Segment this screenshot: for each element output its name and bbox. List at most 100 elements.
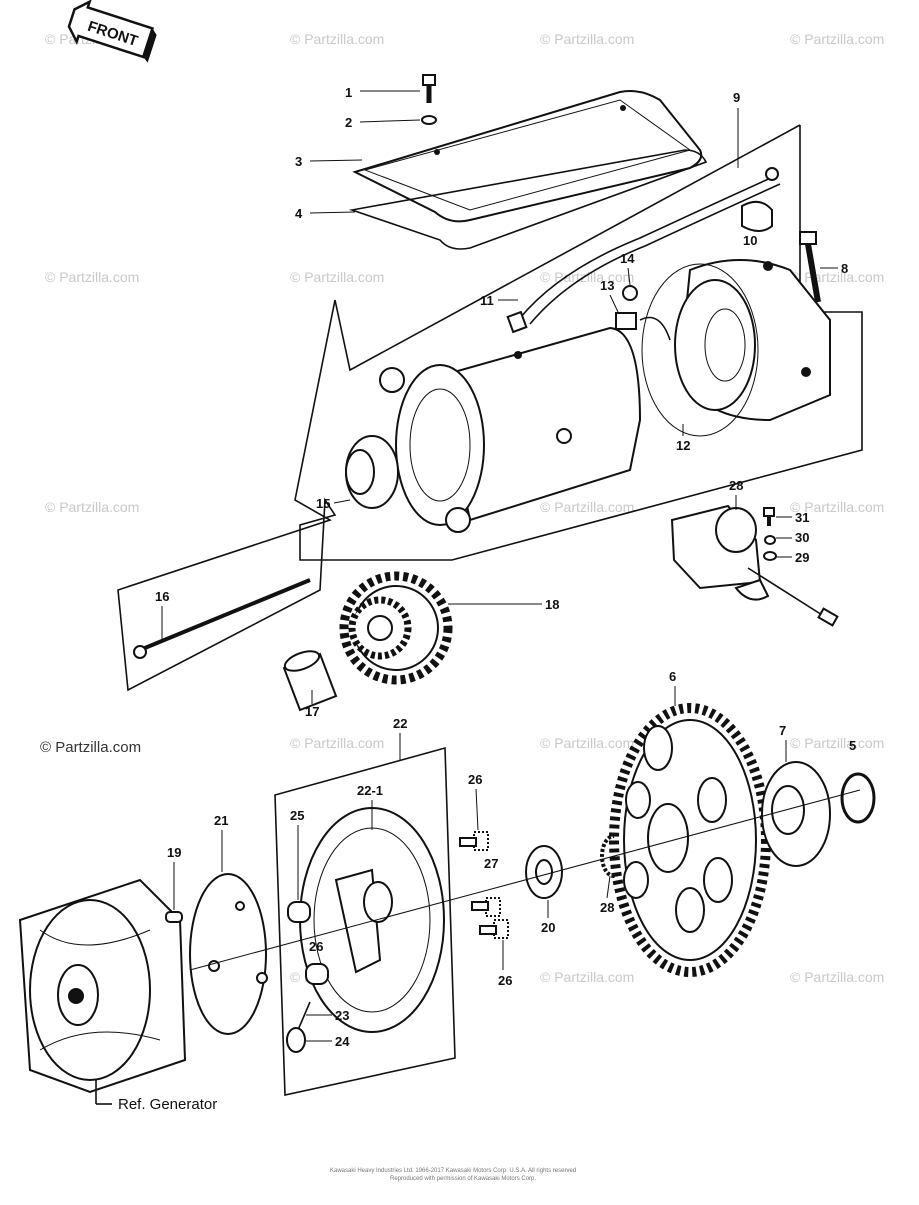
callout-17: 17: [305, 690, 319, 719]
spacer-17: [282, 650, 338, 712]
callout-25-top: 25: [290, 808, 304, 900]
callout-28-relay: 28: [729, 478, 743, 510]
callout-23: 23: [306, 1008, 349, 1023]
callout-27: 28: [600, 875, 614, 915]
callout-label: 29: [795, 550, 809, 565]
callout-label: 20: [541, 920, 555, 935]
callout-11: 11: [480, 293, 518, 308]
ref-generator-label: Ref. Generator: [118, 1096, 217, 1113]
callout-5: 5: [849, 738, 856, 753]
callout-label: 25: [290, 808, 304, 823]
callout-24: 24: [306, 1034, 350, 1049]
watermark: © Partzilla.com: [290, 269, 384, 285]
gear-6: [609, 703, 771, 977]
callout-30: 30: [776, 530, 809, 545]
callout-26-top: 26: [468, 772, 482, 831]
watermark: © Partzilla.com: [790, 499, 884, 515]
callout-label: 22: [393, 716, 407, 731]
callout-label: 30: [795, 530, 809, 545]
callout-label: 22-1: [357, 783, 383, 798]
callout-label: 12: [676, 438, 690, 453]
callout-15: 15: [316, 496, 351, 511]
callout-22-1: 22-1: [357, 783, 383, 830]
gear-18: [339, 571, 453, 685]
callout-label: 31: [795, 510, 809, 525]
shaft-16: [133, 578, 311, 659]
watermark: © Partzilla.com: [540, 969, 634, 985]
callout-label: 11: [480, 293, 494, 308]
copyright-line: Reproduced with permission of Kawasaki M…: [390, 1176, 536, 1182]
callout-7: 7: [779, 723, 787, 762]
callout-10: 10: [743, 233, 757, 248]
pin-19: [165, 911, 183, 923]
callout-label: 14: [620, 251, 635, 266]
watermark: © Partzilla.com: [790, 969, 884, 985]
callout-28: 27: [484, 856, 498, 871]
watermark: © Partzilla.com: [45, 269, 139, 285]
generator-rotor: [18, 878, 187, 1105]
watermark: © Partzilla.com: [290, 31, 384, 47]
callout-label: 6: [669, 669, 676, 684]
watermark: © Partzilla.com: [790, 269, 884, 285]
callout-29: 29: [776, 550, 809, 565]
callout-16: 16: [155, 589, 169, 640]
callout-14: 14: [620, 251, 635, 286]
callout-label: 2: [345, 115, 352, 130]
hub-7: [761, 761, 831, 867]
callout-12: 12: [676, 424, 690, 453]
watermark: © Partzilla.com: [290, 735, 384, 751]
callout-label: 15: [316, 496, 330, 511]
partzilla-mark: © Partzilla.com: [40, 739, 141, 756]
copyright-line: Kawasaki Heavy Industries Ltd. 1966-2017…: [330, 1168, 576, 1174]
callout-22: 22: [393, 716, 407, 760]
callout-9: 9: [733, 90, 740, 168]
callout-label: 16: [155, 589, 169, 604]
callout-label: 9: [733, 90, 740, 105]
callout-label: 18: [545, 597, 559, 612]
callout-6: 6: [669, 669, 676, 706]
circlip-5: [840, 772, 876, 824]
callout-label: 7: [779, 723, 786, 738]
callout-20: 20: [541, 900, 555, 935]
callout-18: 18: [448, 597, 559, 612]
starter-motor-group: [117, 74, 863, 692]
callout-label: 28: [600, 900, 614, 915]
callout-25-bottom: 26: [309, 939, 323, 954]
callout-label: 26: [309, 939, 323, 954]
callout-8: 8: [820, 261, 848, 276]
callout-13: 13: [600, 278, 619, 313]
callout-label: 5: [849, 738, 856, 753]
callout-21: 21: [214, 813, 228, 872]
watermark: © Partzilla.com: [540, 269, 634, 285]
callout-label: 21: [214, 813, 228, 828]
watermark: © Partzilla.com: [45, 499, 139, 515]
callout-label: 10: [743, 233, 757, 248]
callout-19: 19: [167, 845, 181, 910]
watermark: © Partzilla.com: [790, 31, 884, 47]
watermark: © Partzilla.com: [540, 735, 634, 751]
callout-label: 17: [305, 704, 319, 719]
starter-relay: [670, 504, 839, 627]
callout-1: 1: [345, 85, 420, 100]
callout-label: 19: [167, 845, 181, 860]
callout-label: 3: [295, 154, 302, 169]
watermark: © Partzilla.com: [540, 499, 634, 515]
callout-label: 28: [729, 478, 743, 493]
callout-label: 23: [335, 1008, 349, 1023]
callout-26-bottom: 26: [498, 940, 512, 988]
callout-3: 3: [295, 154, 363, 169]
callout-label: 26: [468, 772, 482, 787]
callout-31: 31: [776, 510, 809, 525]
watermark: © Partzilla.com: [790, 735, 884, 751]
callout-label: 8: [841, 261, 848, 276]
callout-label: 1: [345, 85, 352, 100]
washer-20: [525, 845, 563, 899]
callout-2: 2: [345, 115, 421, 130]
callout-label: 13: [600, 278, 614, 293]
clutch-group-22: [274, 746, 456, 1096]
plate-21: [189, 873, 268, 1035]
watermark: © Partzilla.com: [540, 31, 634, 47]
callout-label: 4: [295, 206, 303, 221]
callout-label: 24: [335, 1034, 350, 1049]
